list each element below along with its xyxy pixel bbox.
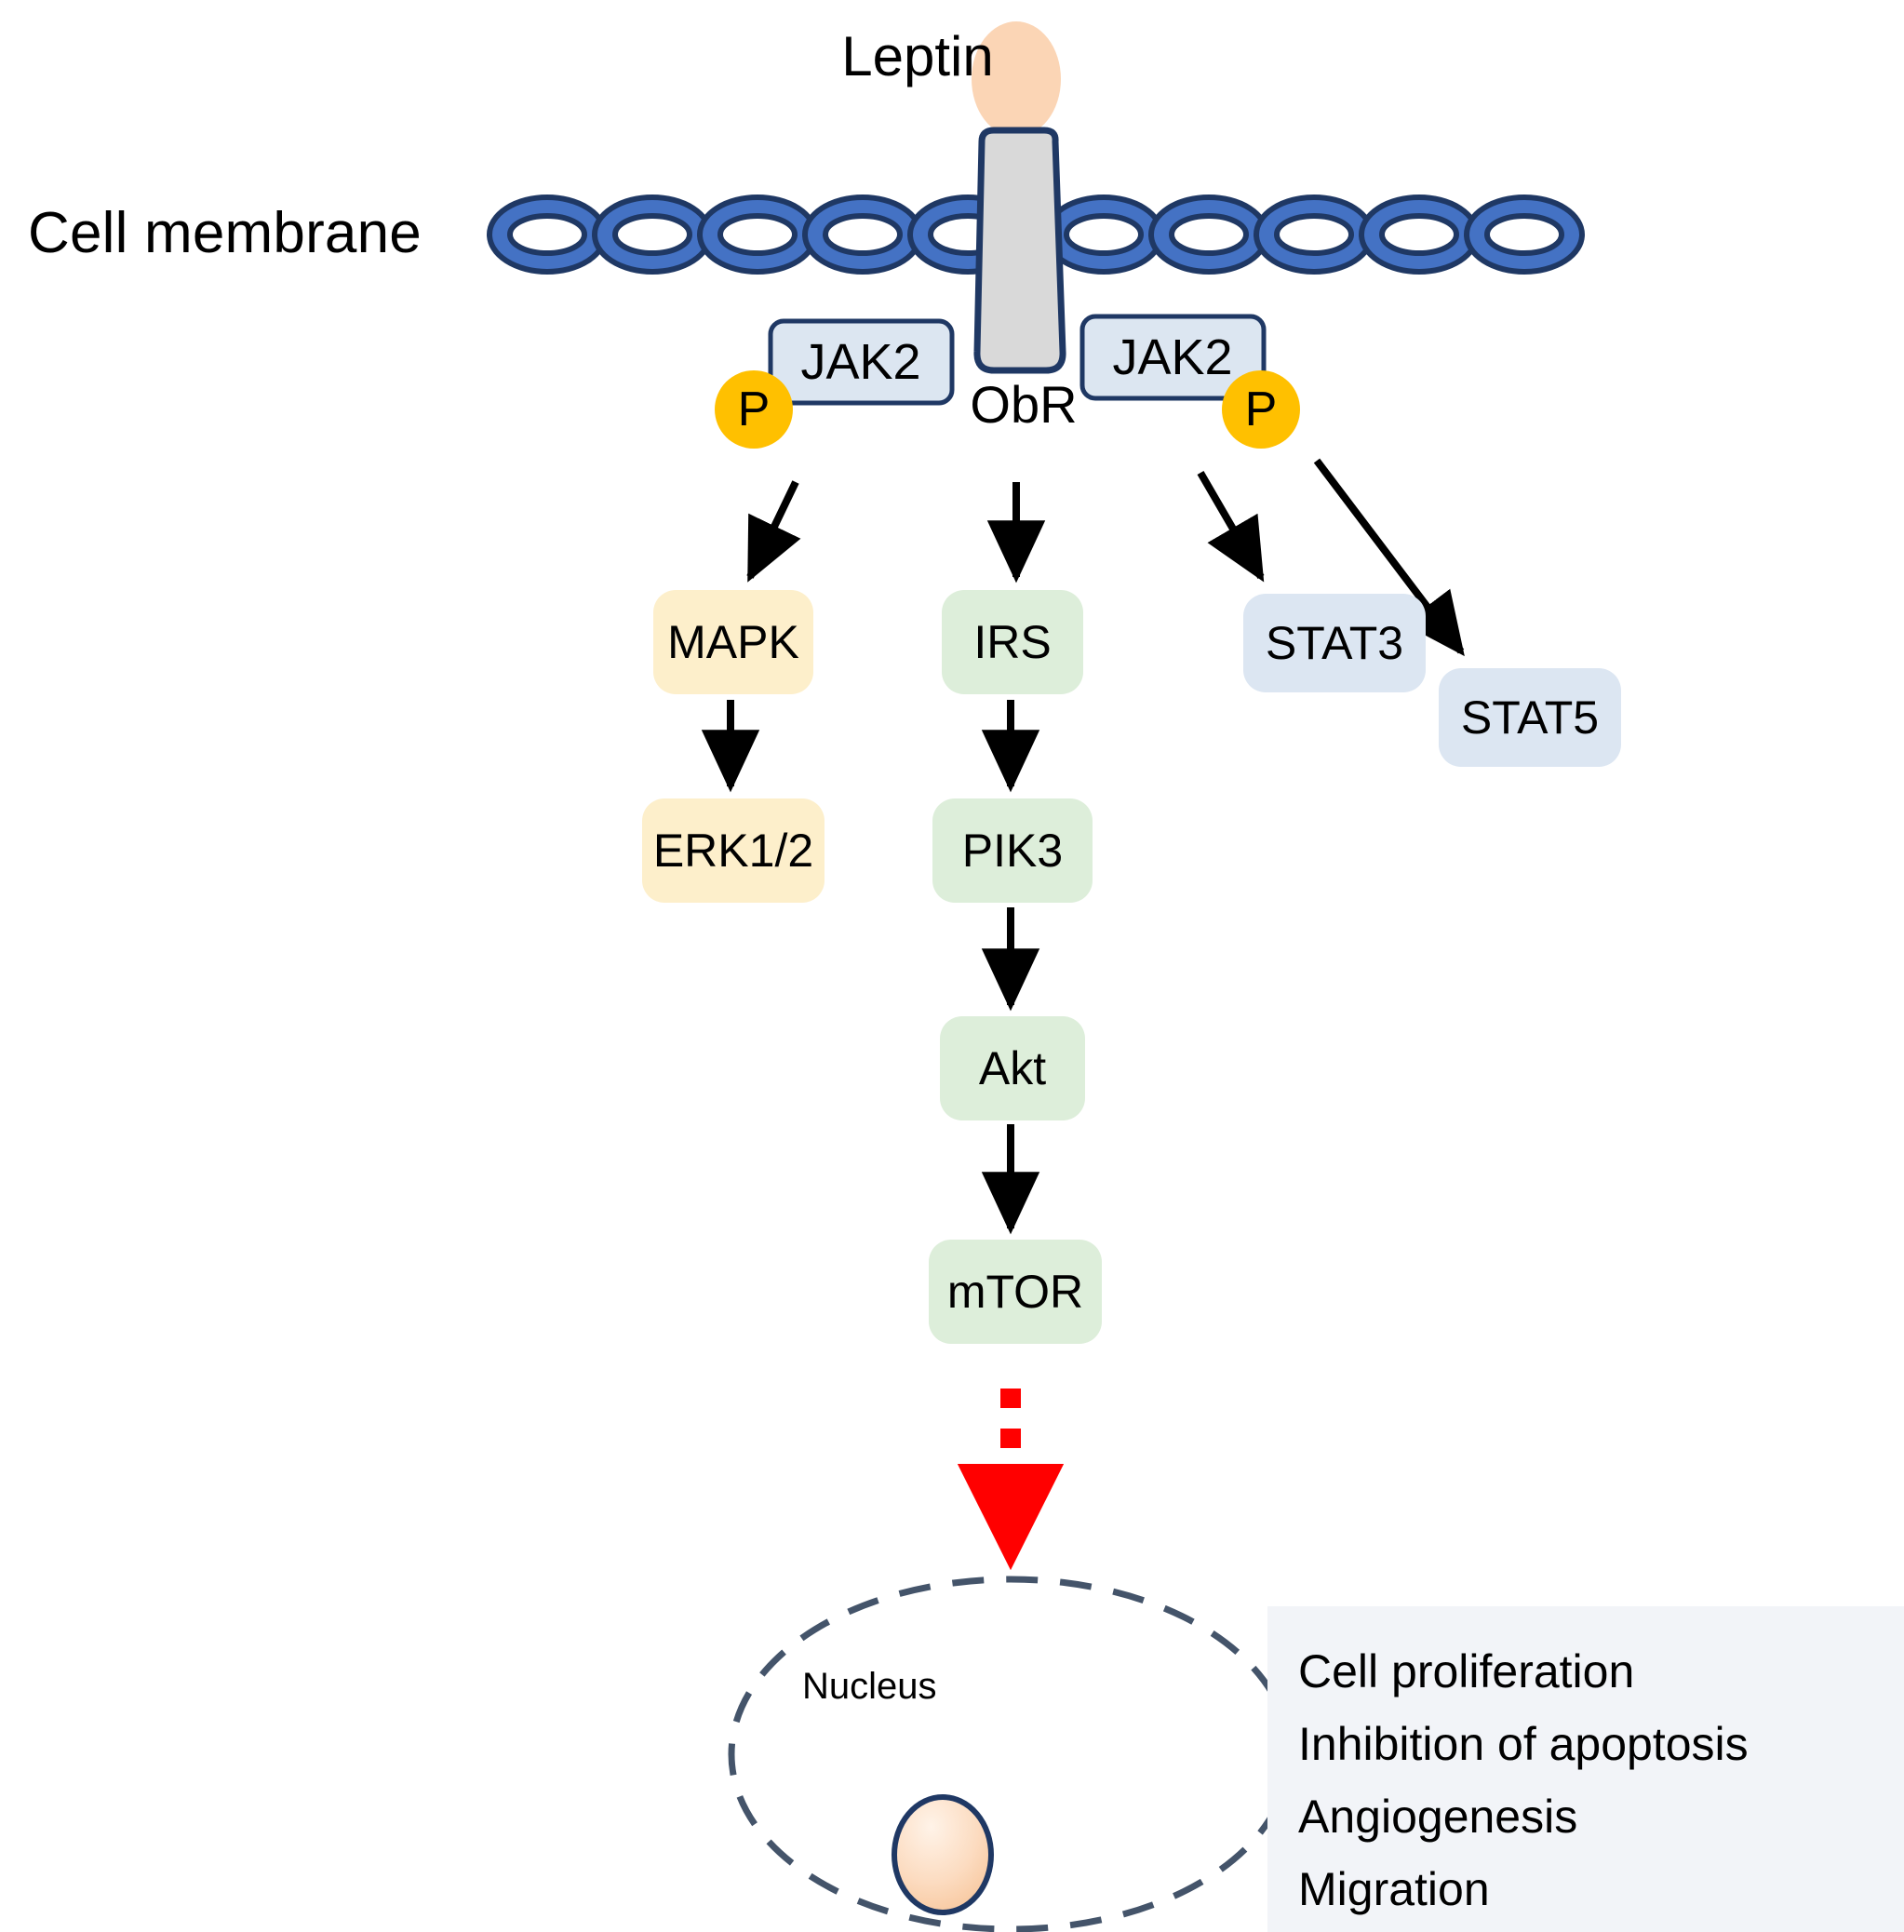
node-box-mapk [653,590,813,694]
outcome-item: Angiogenesis [1298,1791,1578,1843]
outcomes-panel [1267,1606,1904,1932]
nucleus-membrane [728,1576,1294,1932]
nucleus-label: Nucleus [802,1666,937,1707]
cell-membrane-chain [487,195,1585,275]
jak2-right-label: JAK2 [1112,329,1233,385]
node-label-akt: Akt [978,1042,1047,1094]
outcome-item: Inhibition of apoptosis [1298,1718,1749,1770]
node-label-erk: ERK1/2 [652,825,814,877]
outcome-item: Cell proliferation [1298,1645,1635,1697]
node-box-mtor [929,1240,1102,1344]
node-label-pik3: PIK3 [961,825,1064,877]
node-label-stat3: STAT3 [1265,617,1404,669]
leptin-ligand-shape [972,21,1061,137]
node-label-stat5: STAT5 [1460,691,1600,744]
jak2-right-box [1079,314,1267,401]
jak2-left-box [768,318,955,406]
node-box-akt [940,1016,1085,1120]
node-label-mapk: MAPK [667,616,799,668]
cell-membrane-label: Cell membrane [28,201,422,265]
phosphate-left-circle [715,370,793,449]
phosphate-right-circle [1222,370,1300,449]
arrow-jak2-to-stat5 [1313,458,1465,657]
obr-receptor-shape [973,127,1066,374]
obr-label: ObR [970,375,1078,434]
phosphate-right-label: P [1244,382,1278,436]
arrow-jak2-to-mapk [746,480,801,583]
node-label-irs: IRS [973,616,1052,668]
leptin-label: Leptin [841,25,994,87]
node-box-stat3 [1243,594,1426,692]
phosphate-left-label: P [737,382,771,436]
node-box-irs [942,590,1083,694]
arrow-jak2-to-stat3 [1197,470,1265,583]
node-box-pik3 [932,798,1093,903]
node-box-stat5 [1439,668,1621,767]
jak2-left-label: JAK2 [800,334,921,390]
node-box-erk [642,798,825,903]
node-label-mtor: mTOR [946,1266,1084,1318]
nucleolus [892,1794,994,1915]
outcome-item: Migration [1298,1863,1490,1915]
